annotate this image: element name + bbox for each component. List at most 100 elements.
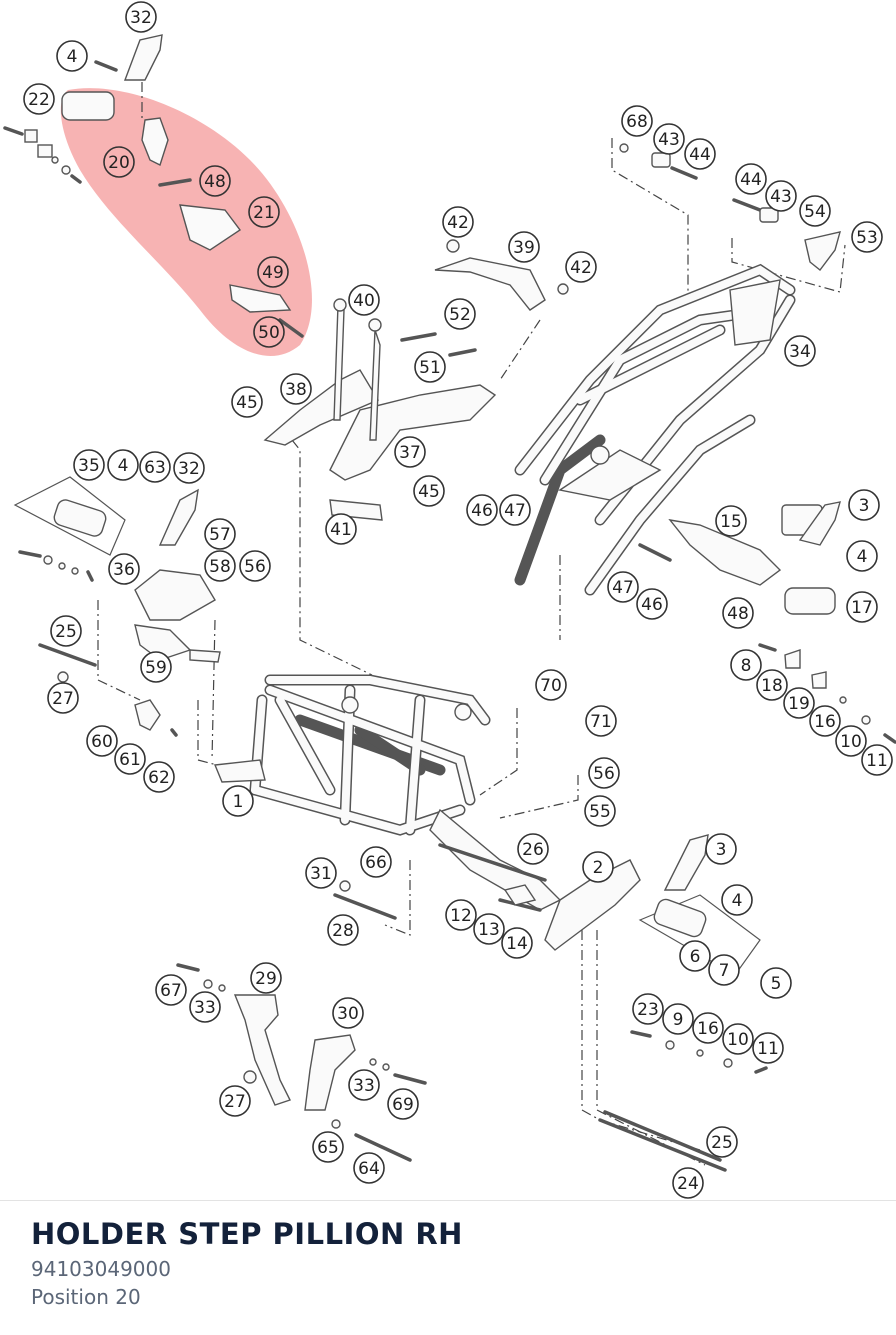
pillion-holder-rh[interactable] bbox=[141, 117, 304, 338]
callout-55[interactable]: 55 bbox=[584, 795, 616, 827]
callout-2[interactable]: 2 bbox=[582, 851, 614, 883]
callout-53[interactable]: 53 bbox=[851, 221, 883, 253]
callout-4[interactable]: 4 bbox=[721, 884, 753, 916]
callout-49[interactable]: 49 bbox=[257, 256, 289, 288]
rear-subframe[interactable] bbox=[514, 263, 796, 596]
callout-27[interactable]: 27 bbox=[219, 1085, 251, 1117]
callout-28[interactable]: 28 bbox=[327, 914, 359, 946]
callout-6[interactable]: 6 bbox=[679, 940, 711, 972]
callout-43[interactable]: 43 bbox=[653, 123, 685, 155]
callout-20[interactable]: 20 bbox=[103, 146, 135, 178]
callout-44[interactable]: 44 bbox=[735, 163, 767, 195]
callout-68[interactable]: 68 bbox=[621, 105, 653, 137]
main-frame[interactable] bbox=[213, 674, 562, 911]
callout-45[interactable]: 45 bbox=[413, 475, 445, 507]
callout-46[interactable]: 46 bbox=[636, 588, 668, 620]
callout-50[interactable]: 50 bbox=[253, 316, 285, 348]
callout-22[interactable]: 22 bbox=[23, 83, 55, 115]
callout-65[interactable]: 65 bbox=[312, 1131, 344, 1163]
callout-45[interactable]: 45 bbox=[231, 386, 263, 418]
callout-1[interactable]: 1 bbox=[222, 785, 254, 817]
callout-32[interactable]: 32 bbox=[125, 1, 157, 33]
callout-48[interactable]: 48 bbox=[722, 597, 754, 629]
callout-44[interactable]: 44 bbox=[684, 138, 716, 170]
callout-34[interactable]: 34 bbox=[784, 335, 816, 367]
callout-40[interactable]: 40 bbox=[348, 284, 380, 316]
callout-43[interactable]: 43 bbox=[765, 180, 797, 212]
callout-56[interactable]: 56 bbox=[239, 550, 271, 582]
callout-33[interactable]: 33 bbox=[189, 991, 221, 1023]
callout-61[interactable]: 61 bbox=[114, 743, 146, 775]
callout-5[interactable]: 5 bbox=[760, 967, 792, 999]
callout-25[interactable]: 25 bbox=[50, 615, 82, 647]
callout-3[interactable]: 3 bbox=[705, 833, 737, 865]
callout-56[interactable]: 56 bbox=[588, 757, 620, 789]
callout-24[interactable]: 24 bbox=[672, 1167, 704, 1199]
callout-64[interactable]: 64 bbox=[353, 1152, 385, 1184]
callout-30[interactable]: 30 bbox=[332, 997, 364, 1029]
callout-54[interactable]: 54 bbox=[799, 195, 831, 227]
callout-27[interactable]: 27 bbox=[47, 682, 79, 714]
callout-47[interactable]: 47 bbox=[499, 494, 531, 526]
callout-71[interactable]: 71 bbox=[585, 705, 617, 737]
lower-linkage-parts[interactable] bbox=[176, 880, 727, 1172]
callout-63[interactable]: 63 bbox=[139, 451, 171, 483]
callout-23[interactable]: 23 bbox=[632, 993, 664, 1025]
callout-4[interactable]: 4 bbox=[56, 40, 88, 72]
callout-51[interactable]: 51 bbox=[414, 351, 446, 383]
callout-67[interactable]: 67 bbox=[155, 974, 187, 1006]
callout-37[interactable]: 37 bbox=[394, 436, 426, 468]
callout-8[interactable]: 8 bbox=[730, 649, 762, 681]
callout-29[interactable]: 29 bbox=[250, 962, 282, 994]
front-left-step-group[interactable] bbox=[13, 476, 221, 737]
callout-32[interactable]: 32 bbox=[173, 452, 205, 484]
callout-9[interactable]: 9 bbox=[662, 1003, 694, 1035]
callout-35[interactable]: 35 bbox=[73, 449, 105, 481]
seat-bracket-assembly[interactable] bbox=[263, 239, 569, 521]
callout-10[interactable]: 10 bbox=[835, 725, 867, 757]
callout-11[interactable]: 11 bbox=[861, 744, 893, 776]
callout-42[interactable]: 42 bbox=[442, 206, 474, 238]
callout-62[interactable]: 62 bbox=[143, 761, 175, 793]
callout-4[interactable]: 4 bbox=[846, 540, 878, 572]
callout-16[interactable]: 16 bbox=[809, 705, 841, 737]
callout-36[interactable]: 36 bbox=[108, 553, 140, 585]
callout-42[interactable]: 42 bbox=[565, 251, 597, 283]
callout-19[interactable]: 19 bbox=[783, 687, 815, 719]
callout-26[interactable]: 26 bbox=[517, 833, 549, 865]
callout-14[interactable]: 14 bbox=[501, 927, 533, 959]
callout-48[interactable]: 48 bbox=[199, 165, 231, 197]
callout-66[interactable]: 66 bbox=[360, 846, 392, 878]
callout-31[interactable]: 31 bbox=[305, 857, 337, 889]
callout-21[interactable]: 21 bbox=[248, 196, 280, 228]
rear-bolts-right[interactable] bbox=[619, 143, 896, 744]
callout-52[interactable]: 52 bbox=[444, 298, 476, 330]
callout-25[interactable]: 25 bbox=[706, 1126, 738, 1158]
callout-18[interactable]: 18 bbox=[756, 669, 788, 701]
callout-38[interactable]: 38 bbox=[280, 373, 312, 405]
callout-16[interactable]: 16 bbox=[692, 1012, 724, 1044]
callout-33[interactable]: 33 bbox=[348, 1069, 380, 1101]
callout-7[interactable]: 7 bbox=[708, 954, 740, 986]
callout-11[interactable]: 11 bbox=[752, 1032, 784, 1064]
callout-3[interactable]: 3 bbox=[848, 489, 880, 521]
callout-41[interactable]: 41 bbox=[325, 513, 357, 545]
callout-69[interactable]: 69 bbox=[387, 1088, 419, 1120]
callout-57[interactable]: 57 bbox=[204, 518, 236, 550]
callout-label: 41 bbox=[330, 520, 352, 540]
callout-60[interactable]: 60 bbox=[86, 725, 118, 757]
callout-12[interactable]: 12 bbox=[445, 899, 477, 931]
callout-13[interactable]: 13 bbox=[473, 913, 505, 945]
front-right-step-group[interactable] bbox=[438, 834, 768, 1074]
callout-70[interactable]: 70 bbox=[535, 669, 567, 701]
callout-4[interactable]: 4 bbox=[107, 449, 139, 481]
step-32-top[interactable] bbox=[3, 34, 163, 184]
callout-58[interactable]: 58 bbox=[204, 550, 236, 582]
callout-46[interactable]: 46 bbox=[466, 494, 498, 526]
callout-47[interactable]: 47 bbox=[607, 571, 639, 603]
callout-59[interactable]: 59 bbox=[140, 651, 172, 683]
callout-10[interactable]: 10 bbox=[722, 1023, 754, 1055]
callout-39[interactable]: 39 bbox=[508, 231, 540, 263]
callout-15[interactable]: 15 bbox=[715, 505, 747, 537]
callout-17[interactable]: 17 bbox=[846, 591, 878, 623]
